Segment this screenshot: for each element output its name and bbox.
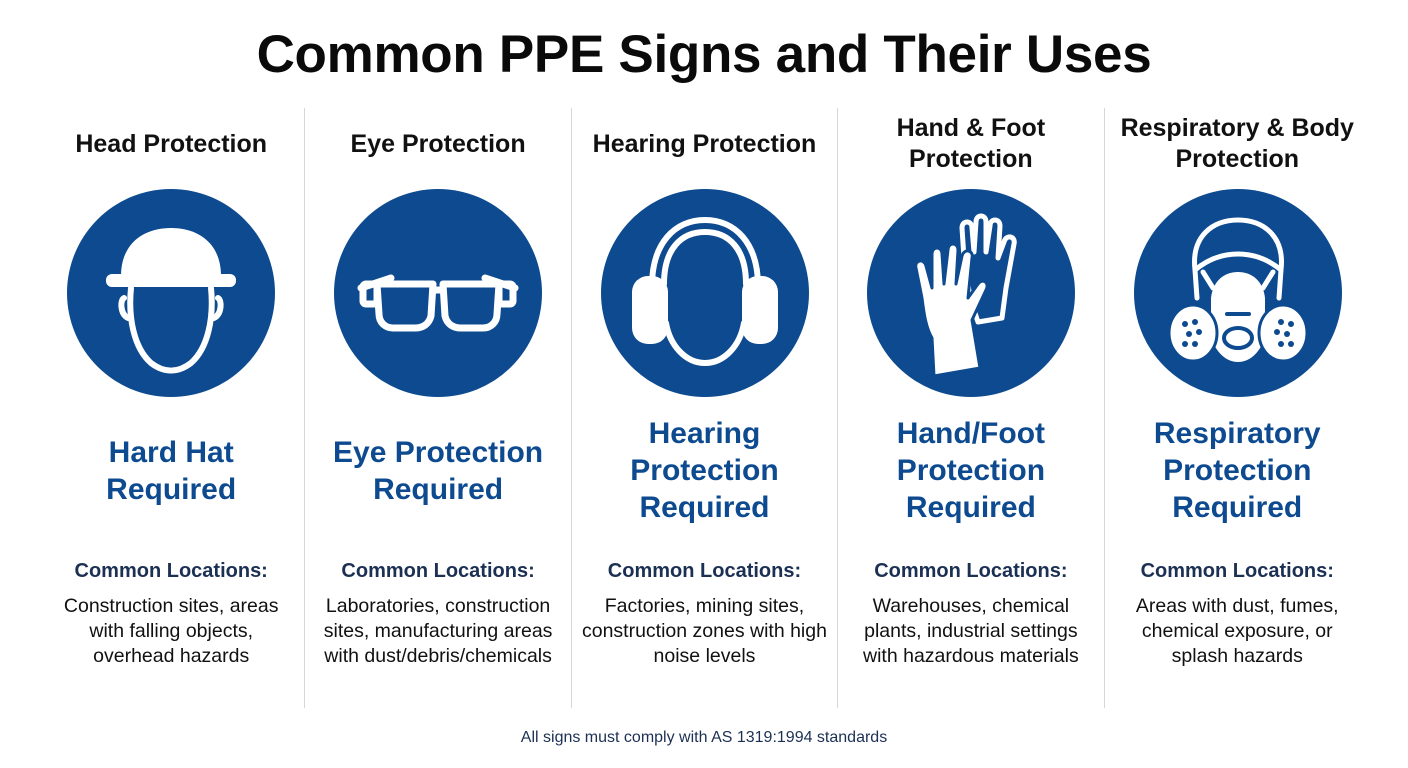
sign-column-hand-foot: Hand & Foot Protection Hand/Foot Protect… xyxy=(837,108,1103,708)
safety-goggles-icon xyxy=(333,188,543,398)
locations-text: Laboratories, construction sites, manufa… xyxy=(323,595,553,667)
sign-column-respiratory: Respiratory & Body Protection xyxy=(1103,108,1370,708)
locations-text: Factories, mining sites, construction zo… xyxy=(581,595,827,667)
category-heading: Eye Protection xyxy=(350,129,526,158)
requirement-text: Respiratory Protection Required xyxy=(1153,417,1321,524)
requirement-text: Hearing Protection Required xyxy=(630,417,779,524)
locations-label: Common Locations: xyxy=(874,560,1068,582)
locations-text: Warehouses, chemical plants, industrial … xyxy=(863,595,1079,667)
ear-muffs-icon xyxy=(600,188,810,398)
locations-label: Common Locations: xyxy=(1140,560,1334,582)
locations-text: Construction sites, areas with falling o… xyxy=(63,595,279,667)
respirator-mask-icon xyxy=(1133,188,1343,398)
category-heading: Head Protection xyxy=(75,129,268,158)
category-heading: Hand & Foot Protection xyxy=(896,114,1046,173)
category-heading: Respiratory & Body Protection xyxy=(1120,114,1354,173)
sign-columns: Head Protection Hard Hat Required Common… xyxy=(38,108,1370,708)
locations-label: Common Locations: xyxy=(74,560,268,582)
compliance-footer: All signs must comply with AS 1319:1994 … xyxy=(520,729,888,746)
category-heading: Hearing Protection xyxy=(592,129,817,158)
page-title: Common PPE Signs and Their Uses xyxy=(256,25,1152,84)
requirement-text: Eye Protection Required xyxy=(333,435,544,506)
hard-hat-icon xyxy=(66,188,276,398)
sign-column-head: Head Protection Hard Hat Required Common… xyxy=(38,108,304,708)
locations-label: Common Locations: xyxy=(341,560,535,582)
sign-column-eye: Eye Protection Eye Protection Required C… xyxy=(304,108,570,708)
requirement-text: Hard Hat Required xyxy=(106,435,237,506)
sign-column-hearing: Hearing Protection Hearing Protection Re… xyxy=(570,108,837,708)
requirement-text: Hand/Foot Protection Required xyxy=(896,417,1046,524)
locations-text: Areas with dust, fumes, chemical exposur… xyxy=(1135,595,1339,667)
locations-label: Common Locations: xyxy=(607,560,802,582)
gloves-icon xyxy=(866,188,1076,398)
